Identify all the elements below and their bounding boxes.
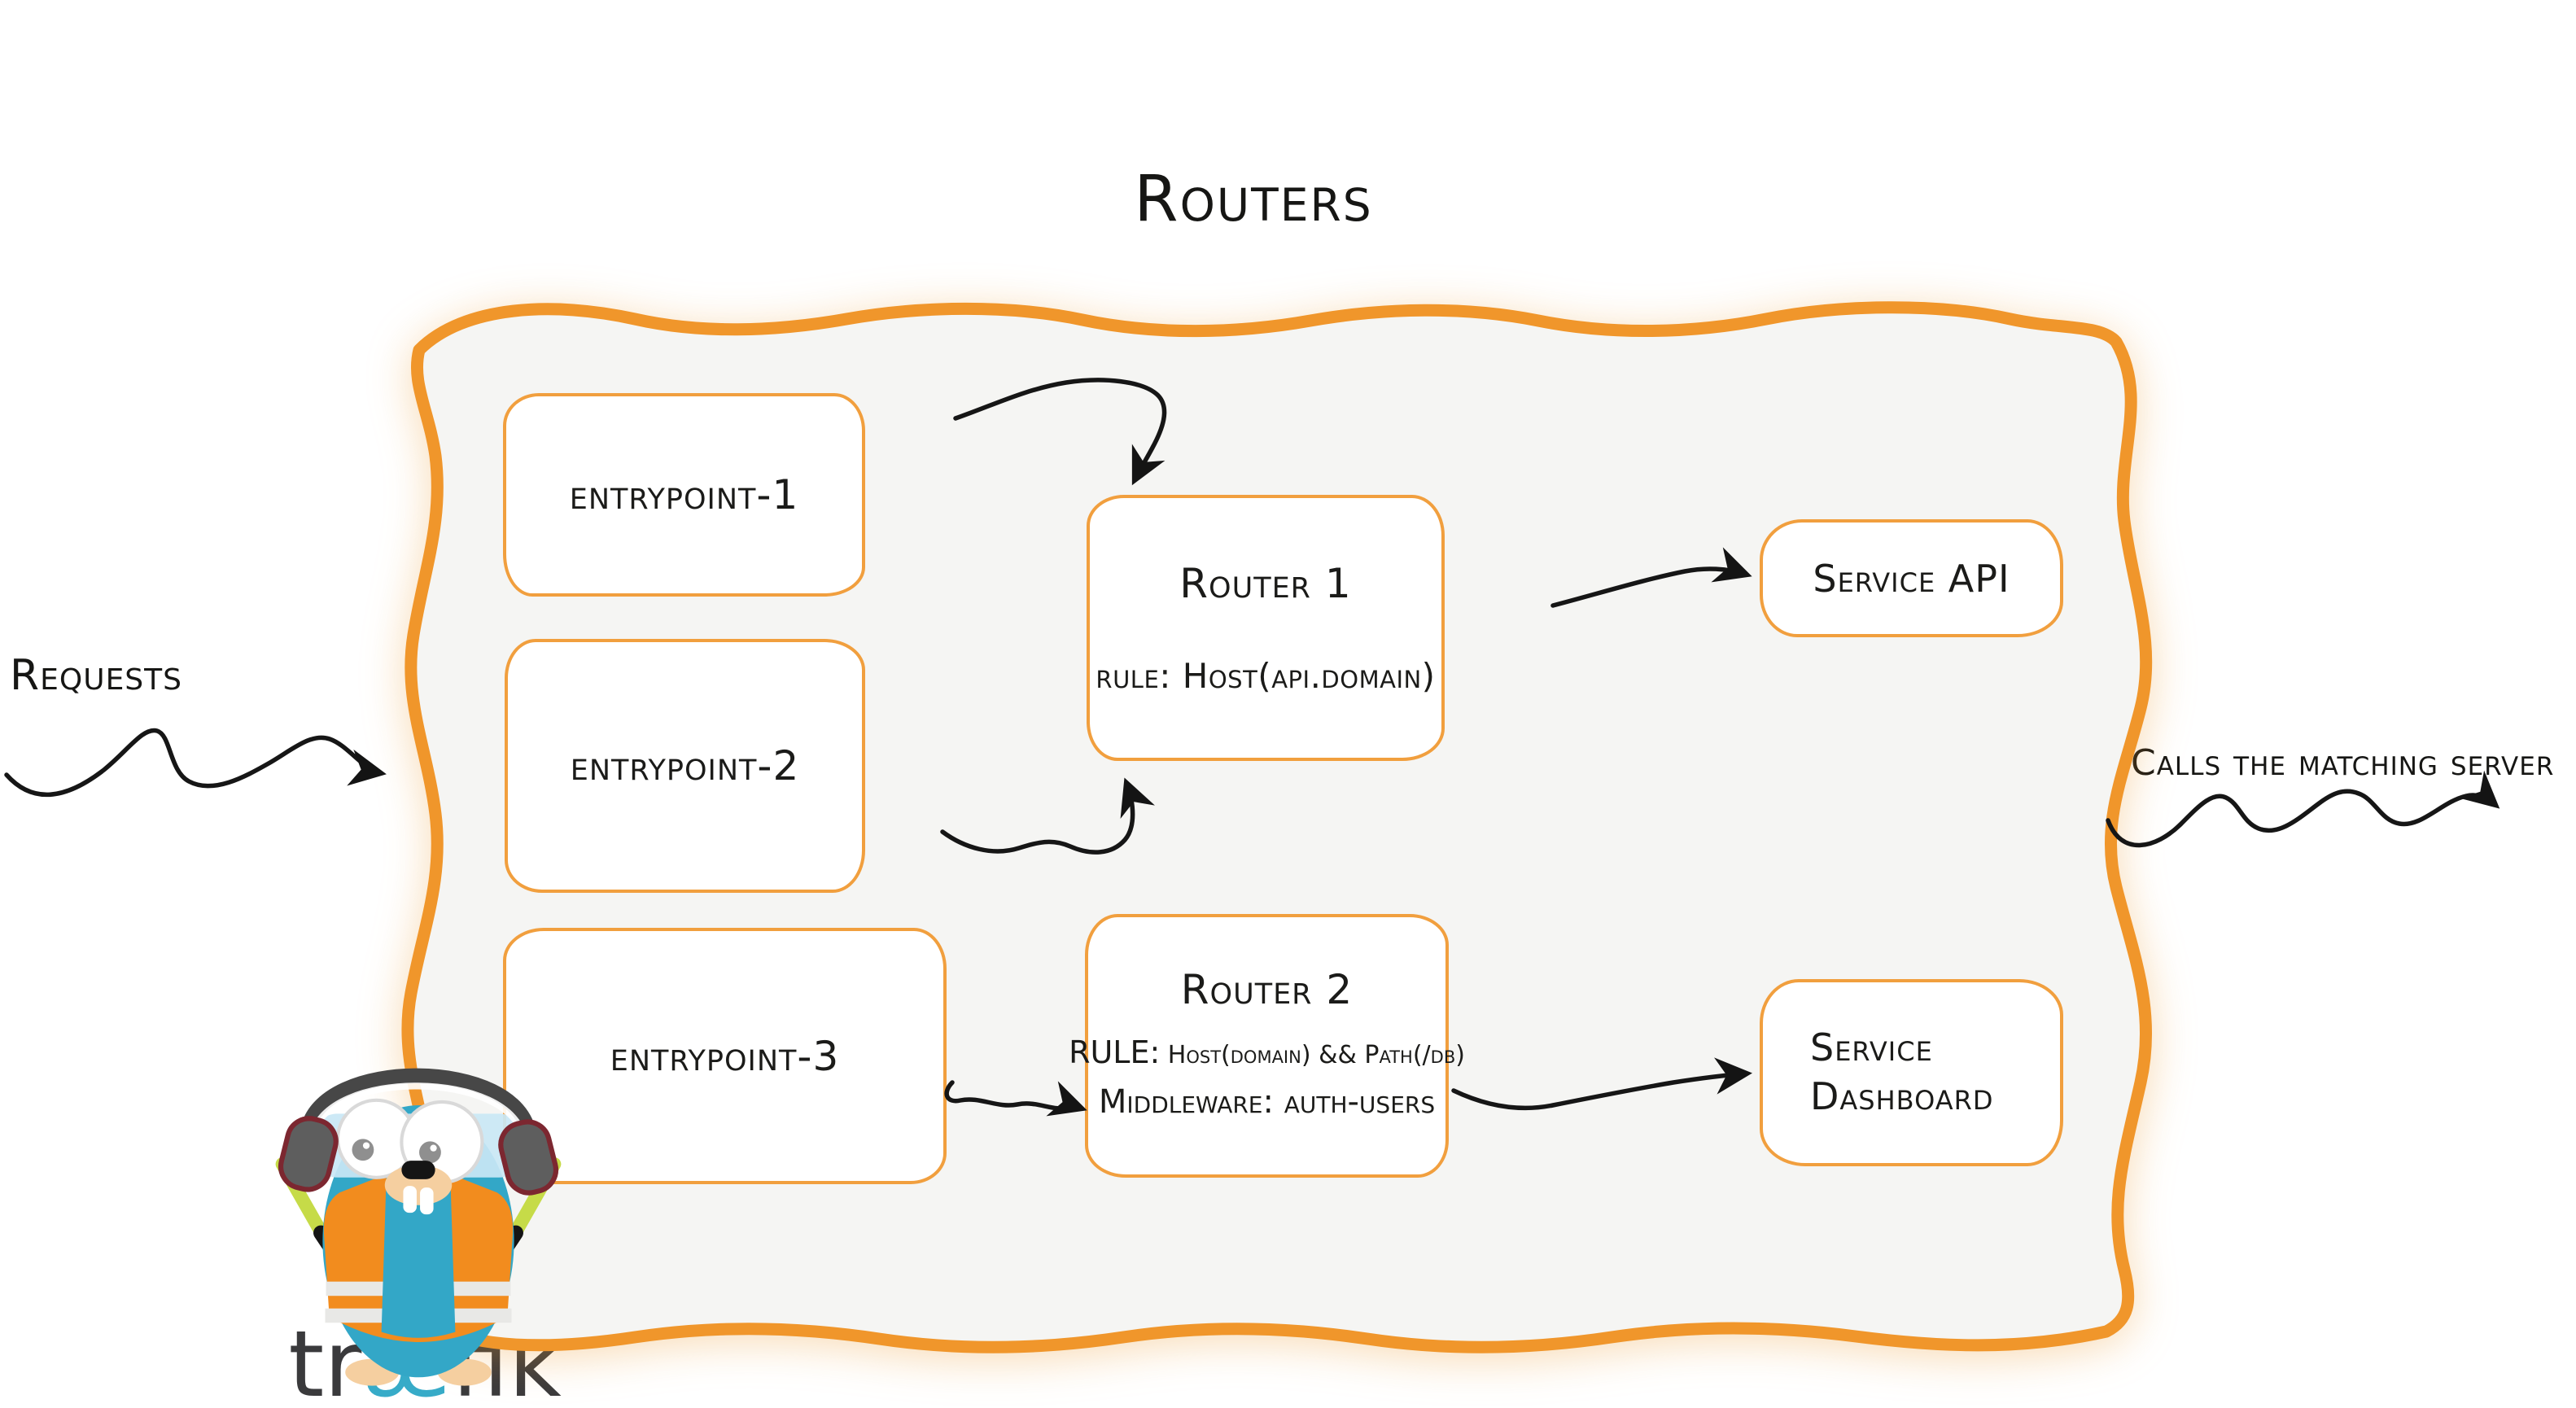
router-1-rule: rule: Host(api.domain) (1096, 656, 1436, 696)
left-pupil-highlight (362, 1142, 370, 1149)
diagram-title: Routers (1134, 163, 1373, 236)
service-api-label: Service API (1813, 556, 2010, 601)
left-tooth (403, 1186, 417, 1213)
entrypoint-2-box: entrypoint-2 (505, 639, 865, 893)
entrypoint-1-label: entrypoint-1 (569, 471, 799, 518)
right-tooth (420, 1187, 434, 1215)
router-2-rule-value: Host(domain) && Path(/db) (1160, 1041, 1465, 1069)
requests-label: Requests (10, 651, 183, 700)
service-dashboard-label-line2: Dashboard (1810, 1074, 1994, 1118)
requests-arrow (4, 728, 387, 798)
left-ear-cup (278, 1116, 339, 1192)
entrypoint-2-label: entrypoint-2 (570, 742, 800, 789)
router2-to-service-dashboard-arrow (1451, 1057, 1752, 1111)
entrypoint-3-label: entrypoint-3 (610, 1032, 840, 1080)
service-dashboard-label-line1: Service (1810, 1025, 1933, 1070)
router-2-middleware: Middleware: auth-users (1098, 1083, 1436, 1121)
right-ear-cup (498, 1119, 559, 1196)
router-1-box: Router 1 rule: Host(api.domain) (1087, 495, 1445, 761)
router-1-title: Router 1 (1179, 560, 1352, 607)
service-dashboard-box: Service Dashboard (1760, 979, 2063, 1166)
router-2-rule: RULE: Host(domain) && Path(/db) (1069, 1034, 1465, 1070)
calls-label: Calls the matching server (2131, 742, 2555, 784)
left-pupil (352, 1139, 374, 1161)
entrypoint1-to-router1-arrow (953, 378, 1167, 486)
right-pupil (419, 1141, 441, 1164)
entrypoint3-to-router2-arrow (944, 1080, 1087, 1117)
right-pupil-highlight (430, 1144, 437, 1152)
router-2-rule-key: RULE: (1069, 1034, 1161, 1070)
entrypoint2-to-router1-arrow (940, 777, 1155, 855)
nose (401, 1161, 435, 1179)
router1-to-service-api-arrow (1550, 547, 1752, 608)
traefik-mascot-logo (275, 1068, 562, 1386)
service-api-box: Service API (1760, 519, 2063, 637)
entrypoint-1-box: entrypoint-1 (503, 393, 865, 597)
router-2-title: Router 2 (1180, 966, 1354, 1013)
router-2-box: Router 2 RULE: Host(domain) && Path(/db)… (1069, 914, 1465, 1178)
calls-matching-server-arrow (2106, 770, 2500, 848)
